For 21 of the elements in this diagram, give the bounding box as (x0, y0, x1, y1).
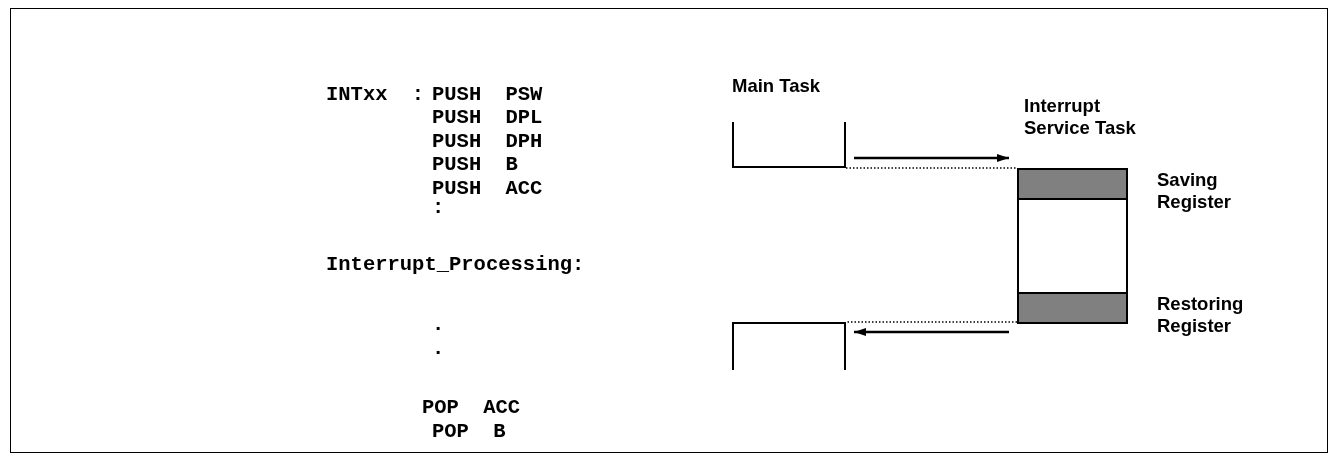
code-line: PUSH PSW (432, 84, 543, 106)
arrow (854, 154, 1009, 162)
code-line: . (432, 314, 445, 336)
register-bar (1016, 291, 1128, 324)
code-line: POP ACC (422, 397, 521, 419)
code-line: INTxx : (326, 84, 425, 106)
code-line: PUSH B (432, 154, 518, 176)
register-bar (1016, 167, 1128, 200)
code-line: PUSH DPH (432, 131, 543, 153)
task-heading: Interrupt Service Task (1024, 95, 1137, 139)
code-line: Interrupt_Processing: (326, 254, 585, 276)
code-line: POP B (432, 421, 506, 443)
register-caption: Saving Register (1157, 169, 1233, 213)
code-line: PUSH ACC (432, 178, 543, 200)
code-line: : (432, 197, 445, 219)
task-heading: Main Task (732, 75, 822, 97)
code-line: PUSH DPL (432, 107, 543, 129)
dotted-line (845, 167, 1018, 169)
code-line: . (432, 338, 445, 360)
arrow (854, 328, 1009, 336)
register-caption: Restoring Register (1157, 293, 1245, 337)
